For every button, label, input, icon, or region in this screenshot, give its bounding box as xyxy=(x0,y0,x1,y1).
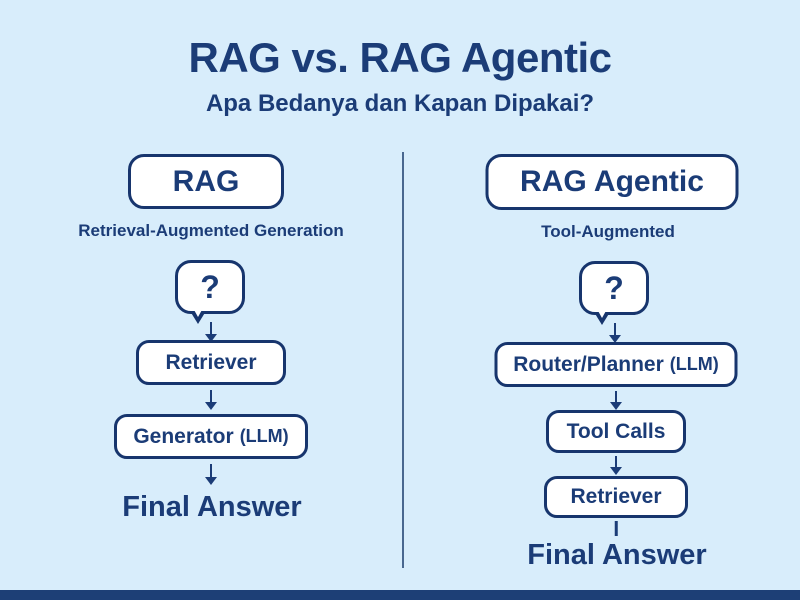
step-label: Retriever xyxy=(165,350,257,374)
column-divider xyxy=(402,152,404,568)
rag-tagline: Retrieval-Augmented Generation xyxy=(78,221,344,240)
final-answer-label: Final Answer xyxy=(527,539,707,571)
arrow-down-icon xyxy=(610,456,622,475)
step-suffix: (LLM) xyxy=(669,354,719,374)
arrow-down-icon xyxy=(205,390,217,410)
arrow-down-icon xyxy=(205,464,217,485)
arrow-down-icon xyxy=(610,391,622,410)
rag-header-label: RAG xyxy=(172,164,240,198)
rag-agentic-header-box: RAG Agentic xyxy=(485,154,739,210)
question-bubble-icon: ? xyxy=(579,261,649,325)
step-box-retriever: Retriever xyxy=(136,340,286,385)
step-label: Tool Calls xyxy=(566,419,666,443)
page-title: RAG vs. RAG Agentic xyxy=(188,34,612,81)
arrow-down-icon xyxy=(609,323,621,343)
step-box-generator: Generator(LLM) xyxy=(114,414,308,459)
step-label: Retriever xyxy=(570,485,662,508)
page-subtitle: Apa Bedanya dan Kapan Dipakai? xyxy=(205,90,595,117)
rag-header-box: RAG xyxy=(128,154,284,209)
step-box-retriever: Retriever xyxy=(544,476,688,518)
step-label: Router/Planner xyxy=(513,352,664,376)
rag-agentic-header-label: RAG Agentic xyxy=(520,165,704,198)
step-box-tool-calls: Tool Calls xyxy=(546,410,686,453)
connector-line xyxy=(614,521,618,536)
step-label: Generator xyxy=(133,424,234,448)
question-mark-label: ? xyxy=(200,268,220,305)
arrow-down-icon xyxy=(205,322,217,342)
step-box-router-planner: Router/Planner(LLM) xyxy=(494,342,738,387)
final-answer-label: Final Answer xyxy=(122,491,302,523)
question-mark-label: ? xyxy=(604,269,624,306)
question-bubble-icon: ? xyxy=(175,260,245,324)
rag-agentic-tagline: Tool-Augmented xyxy=(541,222,675,241)
step-suffix: (LLM) xyxy=(239,426,289,446)
footer-bar xyxy=(0,590,800,600)
